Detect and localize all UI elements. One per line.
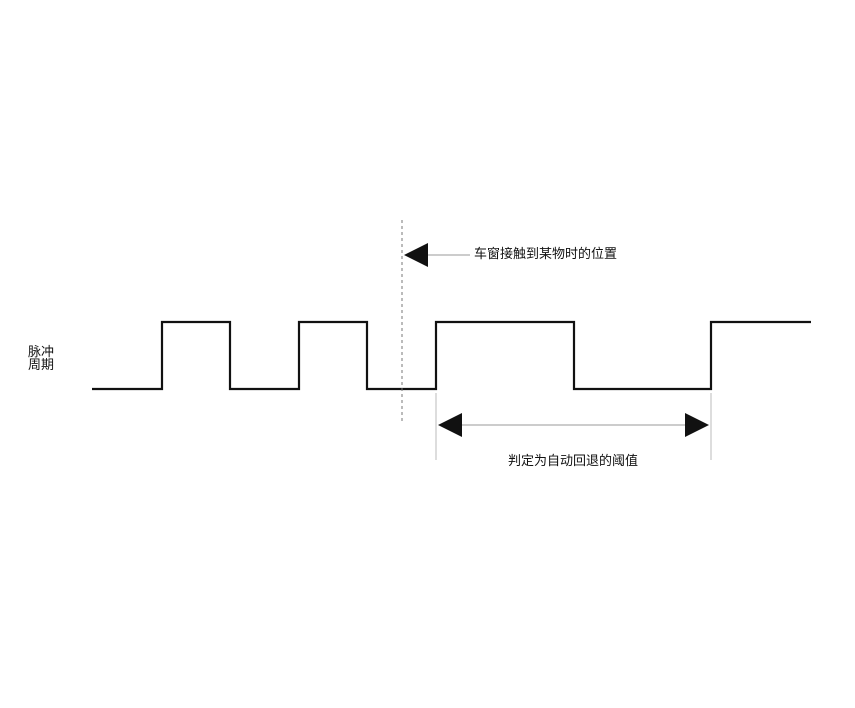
threshold-arrow-left-icon xyxy=(438,413,462,437)
auto-reverse-threshold-label: 判定为自动回退的阈值 xyxy=(508,454,639,469)
contact-arrow-icon xyxy=(404,243,428,267)
contact-position-label: 车窗接触到某物时的位置 xyxy=(474,247,618,262)
threshold-arrow-right-icon xyxy=(685,413,709,437)
pulse-waveform xyxy=(92,320,811,391)
pulse-period-label: 脉冲周期 xyxy=(28,345,55,373)
